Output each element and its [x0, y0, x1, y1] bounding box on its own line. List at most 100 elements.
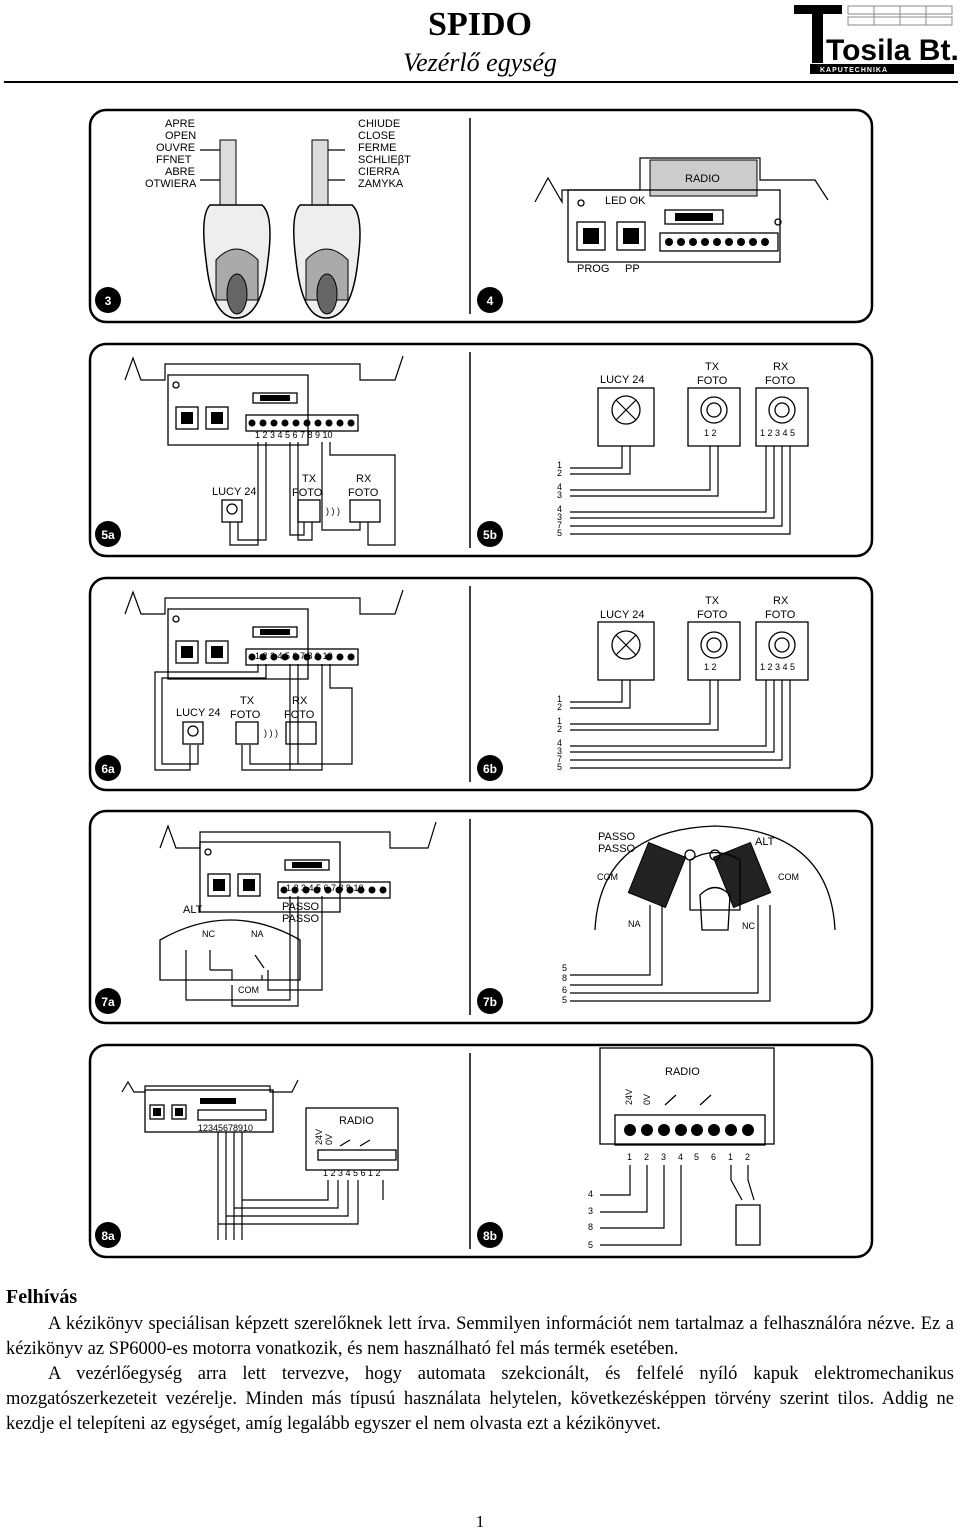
svg-text:5: 5 [557, 762, 562, 772]
svg-text:ABRE: ABRE [165, 166, 195, 178]
svg-text:2: 2 [644, 1152, 649, 1162]
figure-4: RADIO LED OK PROG PP 4 [477, 157, 829, 313]
svg-text:6: 6 [711, 1152, 716, 1162]
svg-text:1: 1 [557, 716, 562, 726]
badge-8a: 8a [101, 1229, 115, 1243]
badge-5a: 5a [101, 528, 115, 542]
svg-text:RADIO: RADIO [339, 1115, 374, 1127]
svg-text:LED OK: LED OK [605, 195, 646, 207]
figure-7a: 1 2 3 4 5 6 7 8 9 10 ALT PASSO PASSO NC … [95, 821, 437, 1014]
svg-text:1: 1 [627, 1152, 632, 1162]
figure-6a: 1 2 3 4 5 6 7 8 9 10 LUCY 24 TX FOTO ) )… [95, 589, 404, 781]
svg-text:1: 1 [728, 1152, 733, 1162]
svg-text:TX: TX [705, 361, 720, 373]
badge-6b: 6b [483, 762, 497, 776]
svg-text:LUCY 24: LUCY 24 [212, 486, 256, 498]
svg-text:) ) ): ) ) ) [326, 506, 340, 516]
svg-text:2: 2 [745, 1152, 750, 1162]
svg-text:ALT: ALT [183, 904, 203, 916]
panel-row-2 [88, 342, 874, 558]
svg-text:TX: TX [302, 473, 317, 485]
svg-text:FFNET: FFNET [156, 154, 192, 166]
svg-text:3: 3 [557, 512, 562, 522]
wiring-diagrams: APRE OPEN OUVRE FFNET ABRE OTWIERA CHIUD… [88, 108, 874, 1259]
badge-7b: 7b [483, 995, 497, 1009]
svg-text:FOTO: FOTO [292, 487, 323, 499]
svg-text:1 2 3 4 5 6 7 8 9 10: 1 2 3 4 5 6 7 8 9 10 [286, 883, 364, 893]
badge-5b: 5b [483, 528, 497, 542]
panel-row-3 [88, 576, 874, 792]
svg-text:4: 4 [557, 482, 562, 492]
svg-text:24V: 24V [624, 1089, 634, 1105]
svg-text:4: 4 [678, 1152, 683, 1162]
svg-text:OPEN: OPEN [165, 130, 196, 142]
notice-section: Felhívás A kézikönyv speciálisan képzett… [6, 1285, 954, 1437]
svg-text:LUCY 24: LUCY 24 [600, 609, 644, 621]
figure-3: APRE OPEN OUVRE FFNET ABRE OTWIERA CHIUD… [95, 118, 411, 319]
svg-text:TX: TX [705, 595, 720, 607]
svg-text:RADIO: RADIO [665, 1066, 700, 1078]
figure-7b: PASSO PASSO ALT COM COM NA NC 5 8 6 5 7b [477, 825, 836, 1014]
svg-text:NA: NA [628, 919, 641, 929]
svg-text:CHIUDE: CHIUDE [358, 118, 400, 130]
svg-text:RX: RX [773, 595, 789, 607]
notice-heading: Felhívás [6, 1286, 78, 1308]
svg-text:LUCY 24: LUCY 24 [176, 707, 220, 719]
svg-text:FOTO: FOTO [284, 709, 315, 721]
svg-text:OTWIERA: OTWIERA [145, 178, 197, 190]
svg-text:RX: RX [292, 695, 308, 707]
svg-text:4: 4 [588, 1189, 593, 1199]
page-header: SPIDO Vezérlő egység Tosila Bt. KAPUTECH… [0, 0, 960, 84]
svg-text:5: 5 [562, 995, 567, 1005]
svg-text:5: 5 [588, 1240, 593, 1250]
svg-text:NC: NC [742, 921, 755, 931]
svg-text:FOTO: FOTO [697, 375, 728, 387]
badge-7a: 7a [101, 995, 115, 1009]
svg-text:PROG: PROG [577, 263, 609, 275]
document-title: SPIDO [428, 6, 532, 43]
svg-text:24V: 24V [314, 1129, 324, 1145]
svg-text:7: 7 [557, 520, 562, 530]
svg-text:SCHLIEβT: SCHLIEβT [358, 154, 411, 166]
tosila-logo: Tosila Bt. KAPUTECHNIKA [794, 5, 958, 74]
badge-3: 3 [105, 294, 112, 308]
svg-text:CLOSE: CLOSE [358, 130, 395, 142]
svg-text:FOTO: FOTO [765, 609, 796, 621]
svg-text:5: 5 [562, 963, 567, 973]
svg-text:6: 6 [562, 985, 567, 995]
page-number: 1 [475, 1512, 485, 1531]
svg-text:5: 5 [694, 1152, 699, 1162]
svg-text:4: 4 [557, 738, 562, 748]
svg-text:3: 3 [661, 1152, 666, 1162]
svg-text:FERME: FERME [358, 142, 397, 154]
svg-text:2: 2 [557, 702, 562, 712]
svg-text:OUVRE: OUVRE [156, 142, 195, 154]
svg-text:LUCY 24: LUCY 24 [600, 374, 644, 386]
svg-text:PP: PP [625, 263, 640, 275]
svg-text:1 2 3 4 5 6 7 8 9 10: 1 2 3 4 5 6 7 8 9 10 [255, 430, 333, 440]
svg-text:ALT: ALT [755, 836, 775, 848]
badge-4: 4 [487, 294, 494, 308]
svg-text:3: 3 [557, 746, 562, 756]
svg-text:4: 4 [557, 504, 562, 514]
svg-text:1 2 3 4 5 6 1 2: 1 2 3 4 5 6 1 2 [323, 1168, 381, 1178]
svg-text:0V: 0V [324, 1134, 334, 1145]
svg-text:CIERRA: CIERRA [358, 166, 400, 178]
svg-text:8: 8 [588, 1222, 593, 1232]
svg-text:1 2 3 4 5 6 7 8 9 10: 1 2 3 4 5 6 7 8 9 10 [255, 651, 333, 661]
svg-text:APRE: APRE [165, 118, 195, 130]
svg-text:ZAMYKA: ZAMYKA [358, 178, 404, 190]
document-subtitle: Vezérlő egység [403, 48, 557, 77]
svg-text:12345678910: 12345678910 [198, 1123, 253, 1133]
svg-text:0V: 0V [642, 1094, 652, 1105]
notice-paragraph-1: A kézikönyv speciálisan képzett szerelők… [6, 1314, 954, 1359]
logo-text: Tosila Bt. [826, 34, 958, 67]
svg-text:PASSO: PASSO [282, 901, 320, 913]
svg-text:2: 2 [557, 724, 562, 734]
svg-text:FOTO: FOTO [697, 609, 728, 621]
figure-6b: LUCY 24 TX FOTO 1 2 RX FOTO 1 2 3 4 5 12… [477, 595, 809, 781]
svg-text:3: 3 [557, 490, 562, 500]
svg-text:RX: RX [356, 473, 372, 485]
svg-text:5: 5 [557, 528, 562, 538]
